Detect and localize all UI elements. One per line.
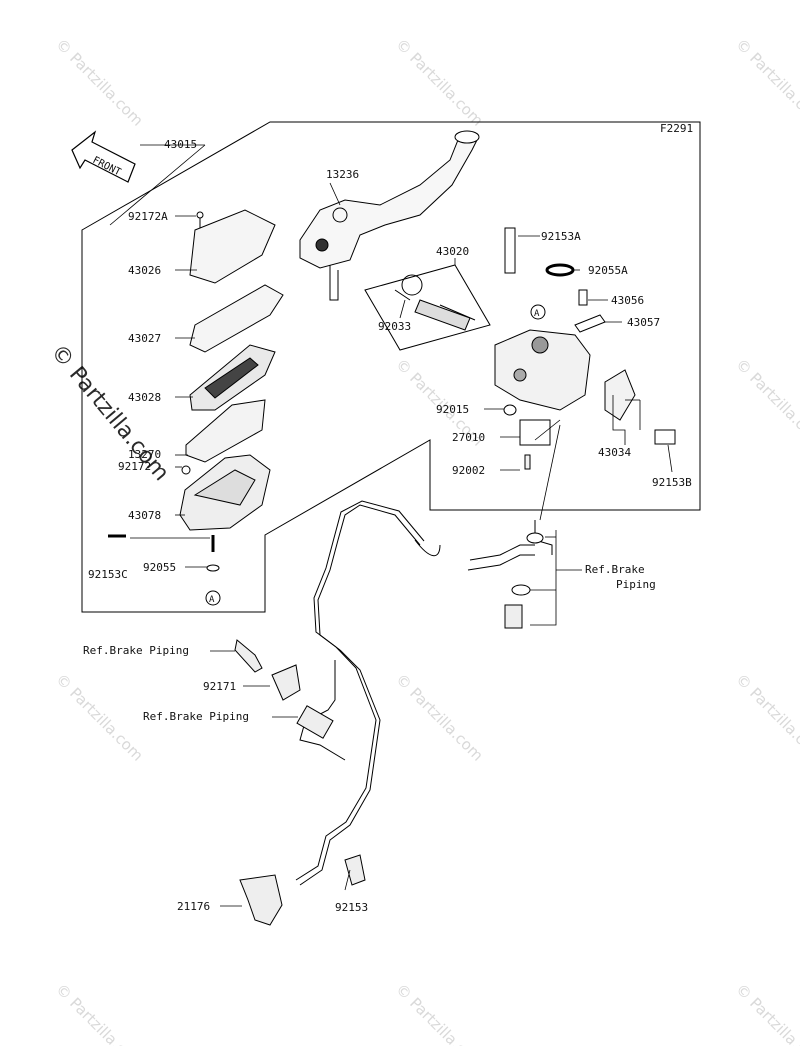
part-label: 43020 [436, 245, 469, 258]
part-label: 92153B [652, 476, 692, 489]
part-label: 21176 [177, 900, 210, 913]
watermark: © Partzilla.com [392, 35, 487, 130]
watermark: © Partzilla.com [52, 670, 147, 765]
callout-a-label: A [209, 595, 215, 605]
part-label: 43015 [164, 138, 197, 151]
watermark: © Partzilla.com [52, 980, 147, 1046]
part-label: 92055A [588, 264, 628, 277]
part-label: 92055 [143, 561, 176, 574]
master-cylinder [394, 227, 676, 470]
diagram-code: F2291 [660, 122, 693, 135]
part-label: 43057 [627, 316, 660, 329]
part-label: 43028 [128, 391, 161, 404]
ref-label: Ref.Brake Piping [83, 644, 189, 657]
watermark: © Partzilla.com [732, 980, 800, 1046]
part-label: 92153C [88, 568, 128, 581]
leader-lines [109, 144, 673, 907]
part-label: 43026 [128, 264, 161, 277]
part-label: 92015 [436, 403, 469, 416]
assembly-frame [81, 121, 701, 613]
part-label: 92002 [452, 464, 485, 477]
part-label: 92171 [203, 680, 236, 693]
part-label: 92033 [378, 320, 411, 333]
part-label: 27010 [452, 431, 485, 444]
part-label: 43027 [128, 332, 161, 345]
watermark: © Partzilla.com [732, 670, 800, 765]
ref-label: Piping [616, 578, 656, 591]
part-label: 92153 [335, 901, 368, 914]
ref-label: Ref.Brake [585, 563, 645, 576]
piston-kit-bracket [364, 264, 491, 351]
part-label: 13236 [326, 168, 359, 181]
part-label: 43056 [611, 294, 644, 307]
part-labels: 43015 13236 92172A 43026 43027 43028 132… [88, 138, 692, 914]
part-label: 92172A [128, 210, 168, 223]
ref-label: Ref.Brake Piping [143, 710, 249, 723]
reference-labels: Ref.Brake Piping Ref.Brake Piping Ref.Br… [83, 563, 656, 723]
part-label: 92172 [118, 460, 151, 473]
side-watermark: © Partzilla.com [45, 340, 173, 486]
sensor-parts [234, 532, 544, 926]
watermark: © Partzilla.com [392, 980, 487, 1046]
watermark: © Partzilla.com [52, 35, 147, 130]
front-arrow-icon: FRONT [71, 130, 136, 183]
reservoir-parts [108, 209, 284, 606]
part-label: 43078 [128, 509, 161, 522]
part-label: 43034 [598, 446, 631, 459]
callout-a-label-2: A [534, 309, 540, 319]
watermark: © Partzilla.com [732, 35, 800, 130]
part-label: 13270 [128, 448, 161, 461]
brake-lever [299, 130, 480, 301]
brake-hose [295, 500, 553, 886]
watermark: © Partzilla.com [392, 670, 487, 765]
part-label: 92153A [541, 230, 581, 243]
watermark: © Partzilla.com [732, 355, 800, 450]
